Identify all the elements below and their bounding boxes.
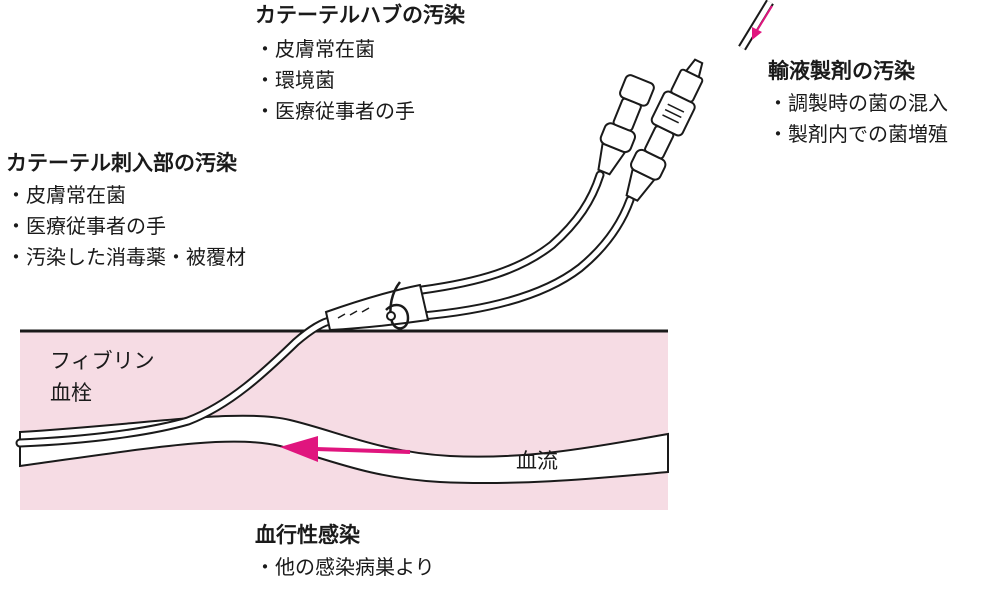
hub-connector-2 — [625, 58, 704, 202]
blood-flow-arrow-shaft — [315, 447, 411, 454]
infusion-contamination-title: 輸液製剤の汚染 — [768, 59, 915, 83]
blood-flow-arrow-head — [280, 436, 318, 462]
insertion-contamination-title: カテーテル刺入部の汚染 — [6, 151, 237, 175]
suture-knot — [386, 311, 396, 321]
hub-detail-3 — [361, 307, 370, 313]
suture — [385, 281, 410, 330]
fibrin-label-line2: 血栓 — [50, 381, 92, 405]
iv-line-core — [739, 0, 773, 50]
hub-connector-1 — [597, 74, 655, 176]
hub-item-0: ・皮膚常在菌 — [255, 37, 375, 61]
catheter-in-vessel-core — [17, 317, 336, 446]
insertion-item-0: ・皮膚常在菌 — [6, 183, 126, 207]
catheter-junction-hub — [324, 283, 430, 332]
infusion-arrow-head — [752, 27, 762, 40]
hematogenous-item-0: ・他の感染病巣より — [255, 555, 435, 579]
hematogenous-infection-title: 血行性感染 — [255, 523, 360, 547]
infusion-item-0: ・調製時の菌の混入 — [768, 91, 948, 115]
hub-detail-2 — [349, 310, 358, 316]
hub-detail-1 — [337, 313, 346, 319]
insertion-item-2: ・汚染した消毒薬・被覆材 — [6, 245, 246, 269]
hub-item-2: ・医療従事者の手 — [255, 99, 415, 123]
catheter-lumen-tube-2-core — [419, 197, 633, 319]
blood-flow-label: 血流 — [516, 449, 558, 473]
hematogenous-infection-block: 血行性感染 ・他の感染病巣より — [255, 522, 435, 583]
catheter-lumen-tube-1-core — [419, 172, 603, 293]
infusion-contamination-block: 輸液製剤の汚染 ・調製時の菌の混入 ・製剤内での菌増殖 — [768, 58, 948, 150]
hub-contamination-title: カテーテルハブの汚染 — [255, 3, 465, 27]
fibrin-label-line1: フィブリン — [50, 349, 155, 373]
hub-contamination-block: カテーテルハブの汚染 ・皮膚常在菌 ・環境菌 ・医療従事者の手 — [255, 2, 465, 127]
insertion-contamination-block: カテーテル刺入部の汚染 ・皮膚常在菌 ・医療従事者の手 ・汚染した消毒薬・被覆材 — [6, 150, 246, 273]
infusion-arrow-shaft — [755, 5, 773, 33]
insertion-item-1: ・医療従事者の手 — [6, 214, 166, 238]
infusion-item-1: ・製剤内での菌増殖 — [768, 122, 948, 146]
hub-item-1: ・環境菌 — [255, 68, 335, 92]
